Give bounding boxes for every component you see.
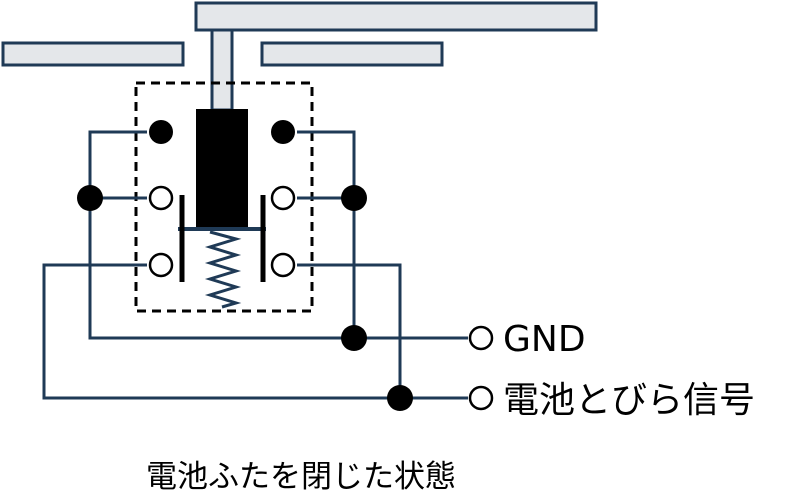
wire-left-common — [88, 130, 468, 340]
junction-gnd — [341, 325, 367, 351]
terminal-left-open — [148, 185, 174, 211]
plunger — [196, 109, 248, 228]
wire-left-bottom — [42, 263, 468, 400]
terminal-right-bottom — [270, 252, 296, 278]
junction-left — [77, 185, 103, 211]
terminal-right-open — [270, 185, 296, 211]
junction-signal — [387, 385, 413, 411]
terminal-left-bottom — [148, 252, 174, 278]
wire-right-common — [297, 130, 356, 338]
caption: 電池ふたを閉じた状態 — [146, 459, 456, 495]
spring — [204, 230, 242, 309]
gnd-label: GND — [503, 319, 586, 360]
wire-right-bottom — [297, 263, 402, 398]
battery-cover-plate — [194, 1, 598, 32]
terminal-left-common — [149, 120, 173, 144]
case-wall-left — [1, 41, 185, 67]
junction-right — [341, 185, 367, 211]
signal-label: 電池とびら信号 — [503, 380, 755, 421]
signal-terminal — [468, 385, 494, 411]
gnd-terminal — [468, 325, 494, 351]
actuator-rod — [210, 28, 234, 112]
case-wall-right — [260, 41, 444, 67]
terminal-right-common — [271, 120, 295, 144]
